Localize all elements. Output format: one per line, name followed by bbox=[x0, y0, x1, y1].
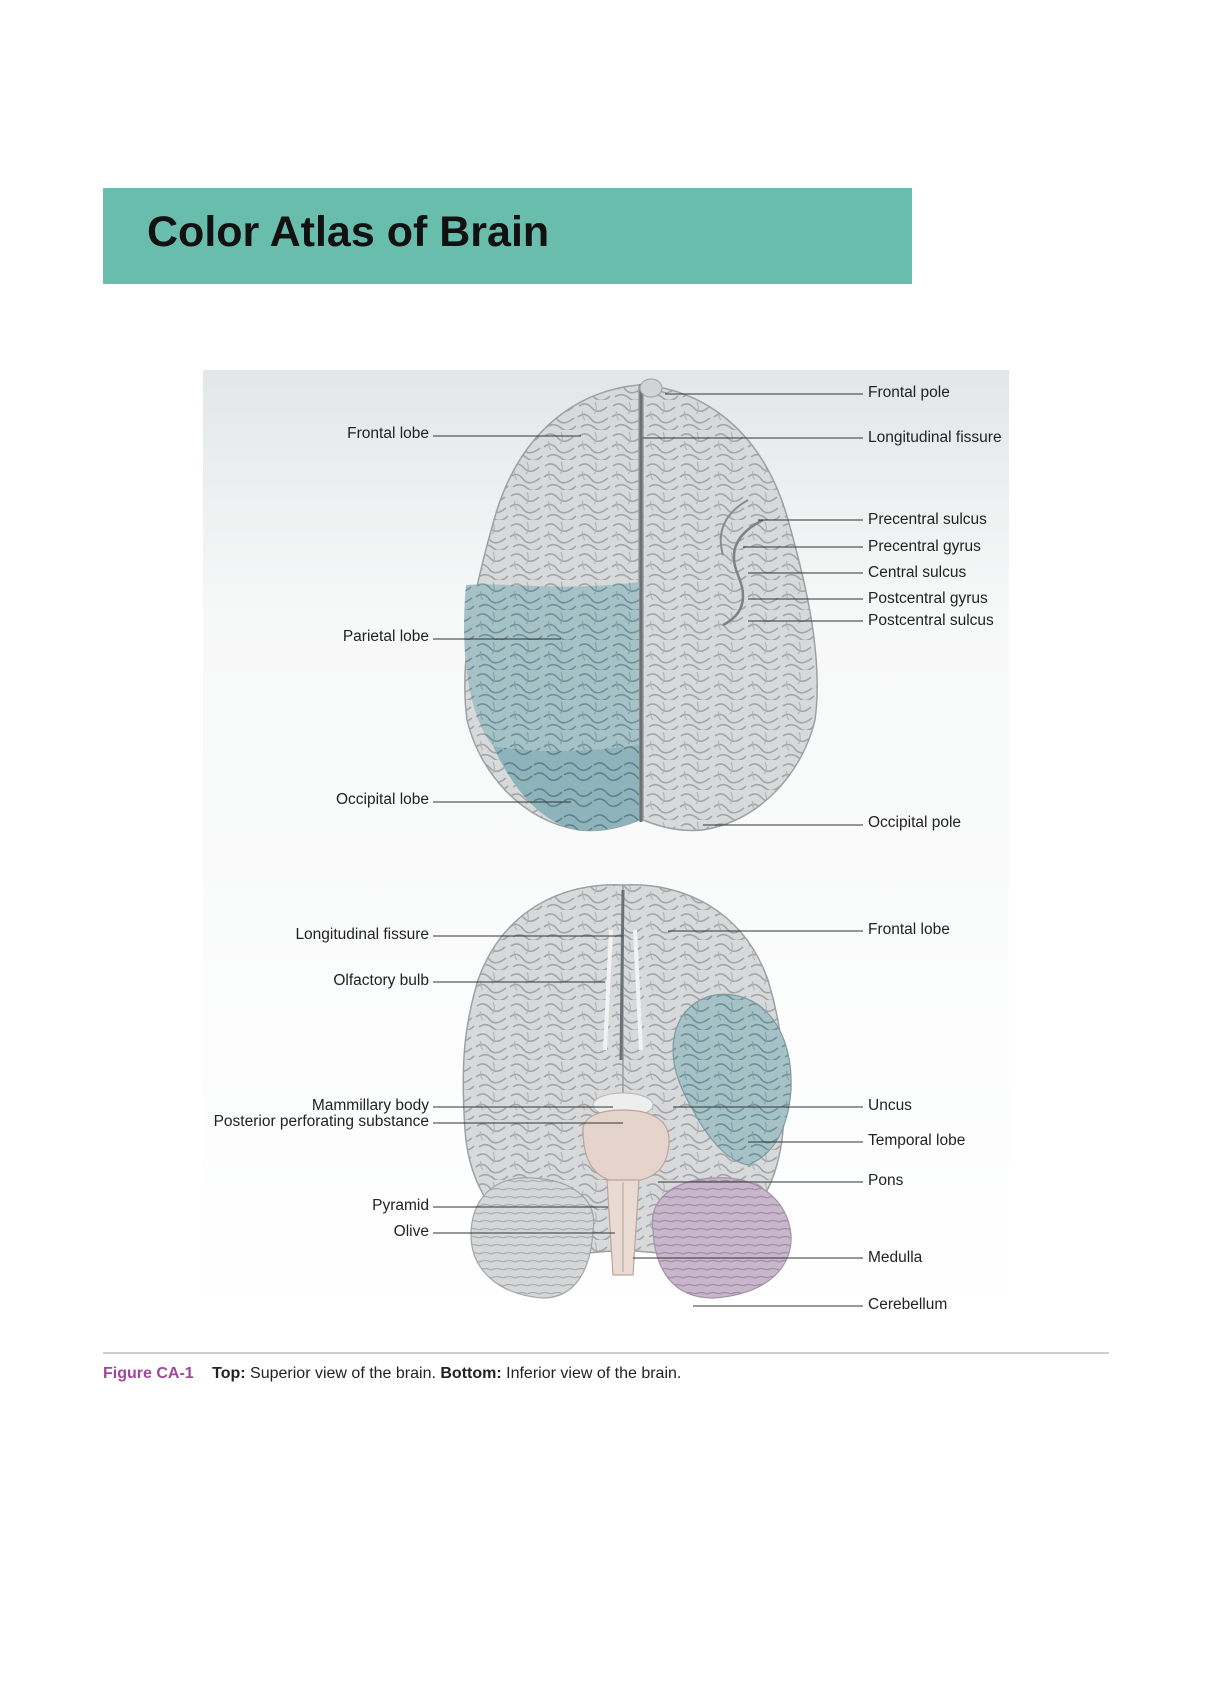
inferior-view bbox=[462, 884, 792, 1299]
caption-top-text: Superior view of the brain. bbox=[250, 1365, 436, 1382]
figure-number: Figure CA-1 bbox=[103, 1365, 194, 1382]
label-frontal-lobe-top: Frontal lobe bbox=[347, 425, 429, 442]
pons-shape bbox=[582, 1109, 670, 1183]
label-frontal-pole: Frontal pole bbox=[868, 384, 950, 401]
label-pons: Pons bbox=[868, 1172, 904, 1189]
brain-figure: Frontal lobe Parietal lobe Occipital lob… bbox=[203, 370, 1009, 1338]
parietal-lobe-region bbox=[464, 582, 639, 751]
occipital-lobe-region bbox=[493, 745, 639, 831]
label-olive: Olive bbox=[393, 1223, 429, 1240]
right-hemisphere bbox=[642, 384, 818, 832]
label-occipital-pole: Occipital pole bbox=[868, 814, 962, 831]
leader-lines bbox=[433, 393, 863, 1307]
label-precentral-gyrus: Precentral gyrus bbox=[868, 538, 981, 555]
temporal-lobe-region bbox=[672, 993, 792, 1166]
caption-bottom-text: Inferior view of the brain. bbox=[506, 1365, 682, 1382]
label-temporal-lobe: Temporal lobe bbox=[868, 1132, 966, 1149]
caption-top-label: Top: bbox=[212, 1365, 246, 1382]
caption-divider bbox=[103, 1352, 1109, 1354]
brain-illustration bbox=[203, 370, 1009, 1338]
frontal-pole-tip bbox=[639, 378, 663, 398]
precentral-sulcus-mark bbox=[719, 499, 749, 556]
figure-caption: Figure CA-1 Top: Superior view of the br… bbox=[103, 1365, 681, 1383]
label-longitudinal-fissure-top: Longitudinal fissure bbox=[868, 429, 1002, 446]
cerebellum-left bbox=[470, 1177, 595, 1299]
title-banner: Color Atlas of Brain bbox=[103, 188, 912, 284]
label-longitudinal-fissure-bottom: Longitudinal fissure bbox=[295, 926, 429, 943]
label-uncus: Uncus bbox=[868, 1097, 912, 1114]
label-postcentral-gyrus: Postcentral gyrus bbox=[868, 590, 988, 607]
inferior-fissure-line bbox=[619, 889, 625, 1061]
label-central-sulcus: Central sulcus bbox=[868, 564, 967, 581]
label-olfactory-bulb: Olfactory bulb bbox=[333, 972, 429, 989]
label-postcentral-sulcus: Postcentral sulcus bbox=[868, 612, 994, 629]
superior-view bbox=[464, 378, 818, 832]
page-title: Color Atlas of Brain bbox=[147, 208, 550, 256]
label-medulla: Medulla bbox=[868, 1249, 923, 1266]
label-precentral-sulcus: Precentral sulcus bbox=[868, 511, 987, 528]
label-pyramid: Pyramid bbox=[372, 1197, 429, 1214]
label-mammillary-body: Mammillary body bbox=[311, 1097, 429, 1114]
label-cerebellum: Cerebellum bbox=[868, 1296, 948, 1313]
label-frontal-lobe-bottom: Frontal lobe bbox=[868, 921, 950, 938]
label-occipital-lobe: Occipital lobe bbox=[335, 791, 429, 808]
central-sulcus-mark bbox=[722, 518, 764, 627]
olfactory-tracts bbox=[603, 929, 643, 1051]
label-parietal-lobe: Parietal lobe bbox=[342, 628, 429, 645]
label-posterior-perforating-substance: Posterior perforating substance bbox=[213, 1113, 429, 1130]
cerebellum-right bbox=[651, 1177, 792, 1299]
caption-bottom-label: Bottom: bbox=[440, 1365, 502, 1382]
